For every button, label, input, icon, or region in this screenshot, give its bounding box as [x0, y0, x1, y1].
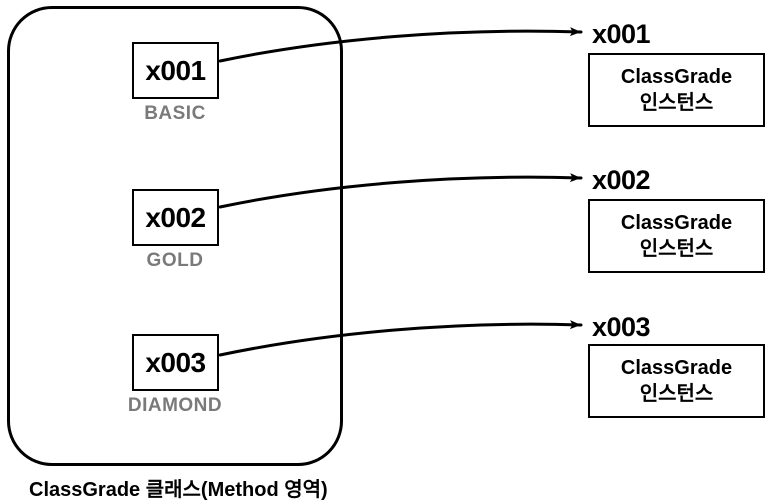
- diagram-caption: ClassGrade 클래스(Method 영역): [29, 479, 328, 501]
- variable-ref-label: x002: [145, 201, 206, 233]
- grade-label-diamond: DIAMOND: [127, 395, 223, 416]
- variable-box-x002: x002: [132, 189, 219, 246]
- instance-ref-x003: x003: [592, 312, 651, 342]
- variable-box-x003: x003: [132, 334, 219, 391]
- instance-title: ClassGrade: [620, 66, 733, 88]
- classgrade-method-area-box: [7, 6, 343, 466]
- instance-subtitle: 인스턴스: [639, 383, 714, 405]
- grade-label-gold: GOLD: [146, 250, 204, 271]
- instance-subtitle: 인스턴스: [639, 238, 714, 260]
- instance-subtitle: 인스턴스: [639, 92, 714, 114]
- grade-label-basic: BASIC: [144, 103, 206, 124]
- instance-ref-x001: x001: [592, 19, 651, 49]
- variable-ref-label: x001: [145, 54, 206, 86]
- instance-title: ClassGrade: [620, 357, 733, 379]
- instance-title: ClassGrade: [620, 212, 733, 234]
- instance-box-x001: ClassGrade 인스턴스: [588, 53, 765, 127]
- instance-box-x003: ClassGrade 인스턴스: [588, 344, 765, 418]
- instance-ref-x002: x002: [592, 165, 651, 195]
- instance-box-x002: ClassGrade 인스턴스: [588, 199, 765, 273]
- variable-box-x001: x001: [132, 42, 219, 99]
- variable-ref-label: x003: [145, 346, 206, 378]
